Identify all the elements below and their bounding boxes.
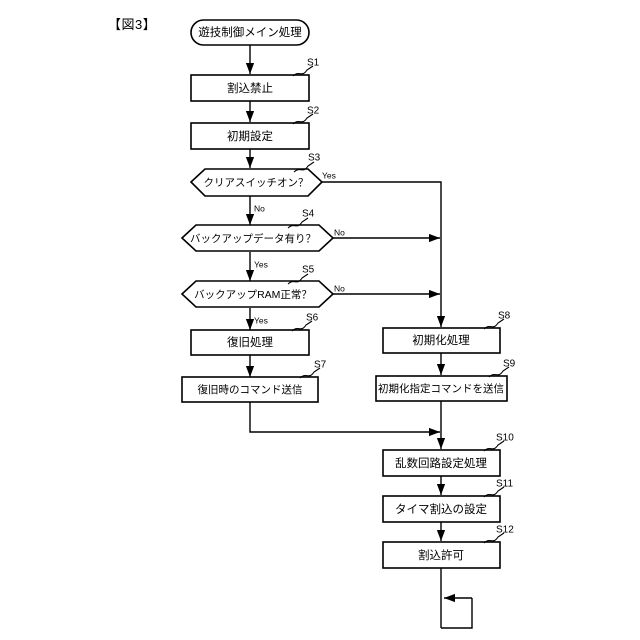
step-leader-s4: S4 (287, 209, 315, 229)
node-s1-label: 割込禁止 (227, 81, 273, 95)
step-label-s5: S5 (302, 265, 315, 276)
branch-label-s4-no: No (334, 227, 345, 237)
node-s10-label: 乱数回路設定処理 (395, 456, 487, 470)
step-label-s12: S12 (496, 525, 514, 536)
step-leader-s11: S11 (483, 479, 513, 498)
step-label-s11: S11 (496, 479, 513, 490)
step-leader-s6: S6 (291, 313, 319, 332)
step-label-s1: S1 (307, 58, 320, 69)
step-label-s4: S4 (302, 209, 315, 220)
node-s12[interactable]: 割込許可 (382, 541, 501, 569)
node-s4-label: バックアップデータ有り？ (190, 232, 316, 245)
step-leader-s5: S5 (287, 265, 315, 285)
step-leader-s1: S1 (292, 58, 320, 77)
step-leader-s9: S9 (488, 359, 516, 378)
node-s10[interactable]: 乱数回路設定処理 (382, 449, 501, 477)
step-label-s7: S7 (314, 360, 327, 371)
node-s12-label: 割込許可 (418, 548, 464, 562)
node-s5-label: バックアップRAM正常？ (194, 288, 312, 301)
step-leader-s8: S8 (483, 311, 511, 330)
branch-label-s4-yes: Yes (254, 259, 268, 269)
node-s5[interactable]: バックアップRAM正常？ (180, 280, 335, 308)
node-s6-label: 復旧処理 (227, 335, 273, 349)
node-s9-label: 初期化指定コマンドを送信 (378, 382, 504, 395)
node-s6[interactable]: 復旧処理 (190, 329, 310, 356)
branch-label-s5-yes: Yes (254, 315, 268, 325)
figure-number-label: 【図3】 (108, 17, 157, 32)
node-s3[interactable]: クリアスイッチオン？ (189, 168, 324, 197)
step-label-s3: S3 (308, 153, 321, 164)
node-s7[interactable]: 復旧時のコマンド送信 (181, 376, 319, 403)
step-label-s9: S9 (503, 359, 516, 370)
node-s8-label: 初期化処理 (412, 333, 470, 347)
step-label-s8: S8 (498, 311, 511, 322)
edge-s7-to-merge (249, 402, 440, 437)
node-s4[interactable]: バックアップデータ有り？ (180, 224, 335, 252)
step-leader-s12: S12 (483, 525, 514, 544)
edge-s3-yes-to-right-rail (322, 181, 446, 327)
node-s11-label: タイマ割込の設定 (395, 502, 487, 516)
node-s11[interactable]: タイマ割込の設定 (382, 495, 501, 523)
node-s9[interactable]: 初期化指定コマンドを送信 (375, 375, 508, 402)
node-s2-label: 初期設定 (227, 129, 273, 143)
step-leader-s2: S2 (292, 106, 320, 125)
node-s7-label: 復旧時のコマンド送信 (198, 383, 303, 396)
node-s3-label: クリアスイッチオン？ (204, 177, 309, 189)
branch-label-s5-no: No (334, 283, 345, 293)
step-leader-s7: S7 (299, 360, 327, 379)
branch-label-s3-no: No (254, 203, 265, 213)
step-label-s10: S10 (496, 433, 514, 444)
node-s8[interactable]: 初期化処理 (382, 327, 501, 354)
step-label-s2: S2 (307, 106, 320, 117)
step-leader-s10: S10 (483, 433, 514, 452)
step-label-s6: S6 (306, 313, 319, 324)
step-leader-s3: S3 (293, 153, 321, 173)
node-start[interactable]: 遊技制御メイン処理 (190, 19, 310, 46)
branch-label-s3-yes: Yes (322, 170, 336, 180)
node-start-label: 遊技制御メイン処理 (198, 25, 302, 39)
node-s1[interactable]: 割込禁止 (190, 74, 310, 102)
node-s2[interactable]: 初期設定 (190, 122, 310, 150)
edge-s12-loop-back (440, 568, 473, 629)
